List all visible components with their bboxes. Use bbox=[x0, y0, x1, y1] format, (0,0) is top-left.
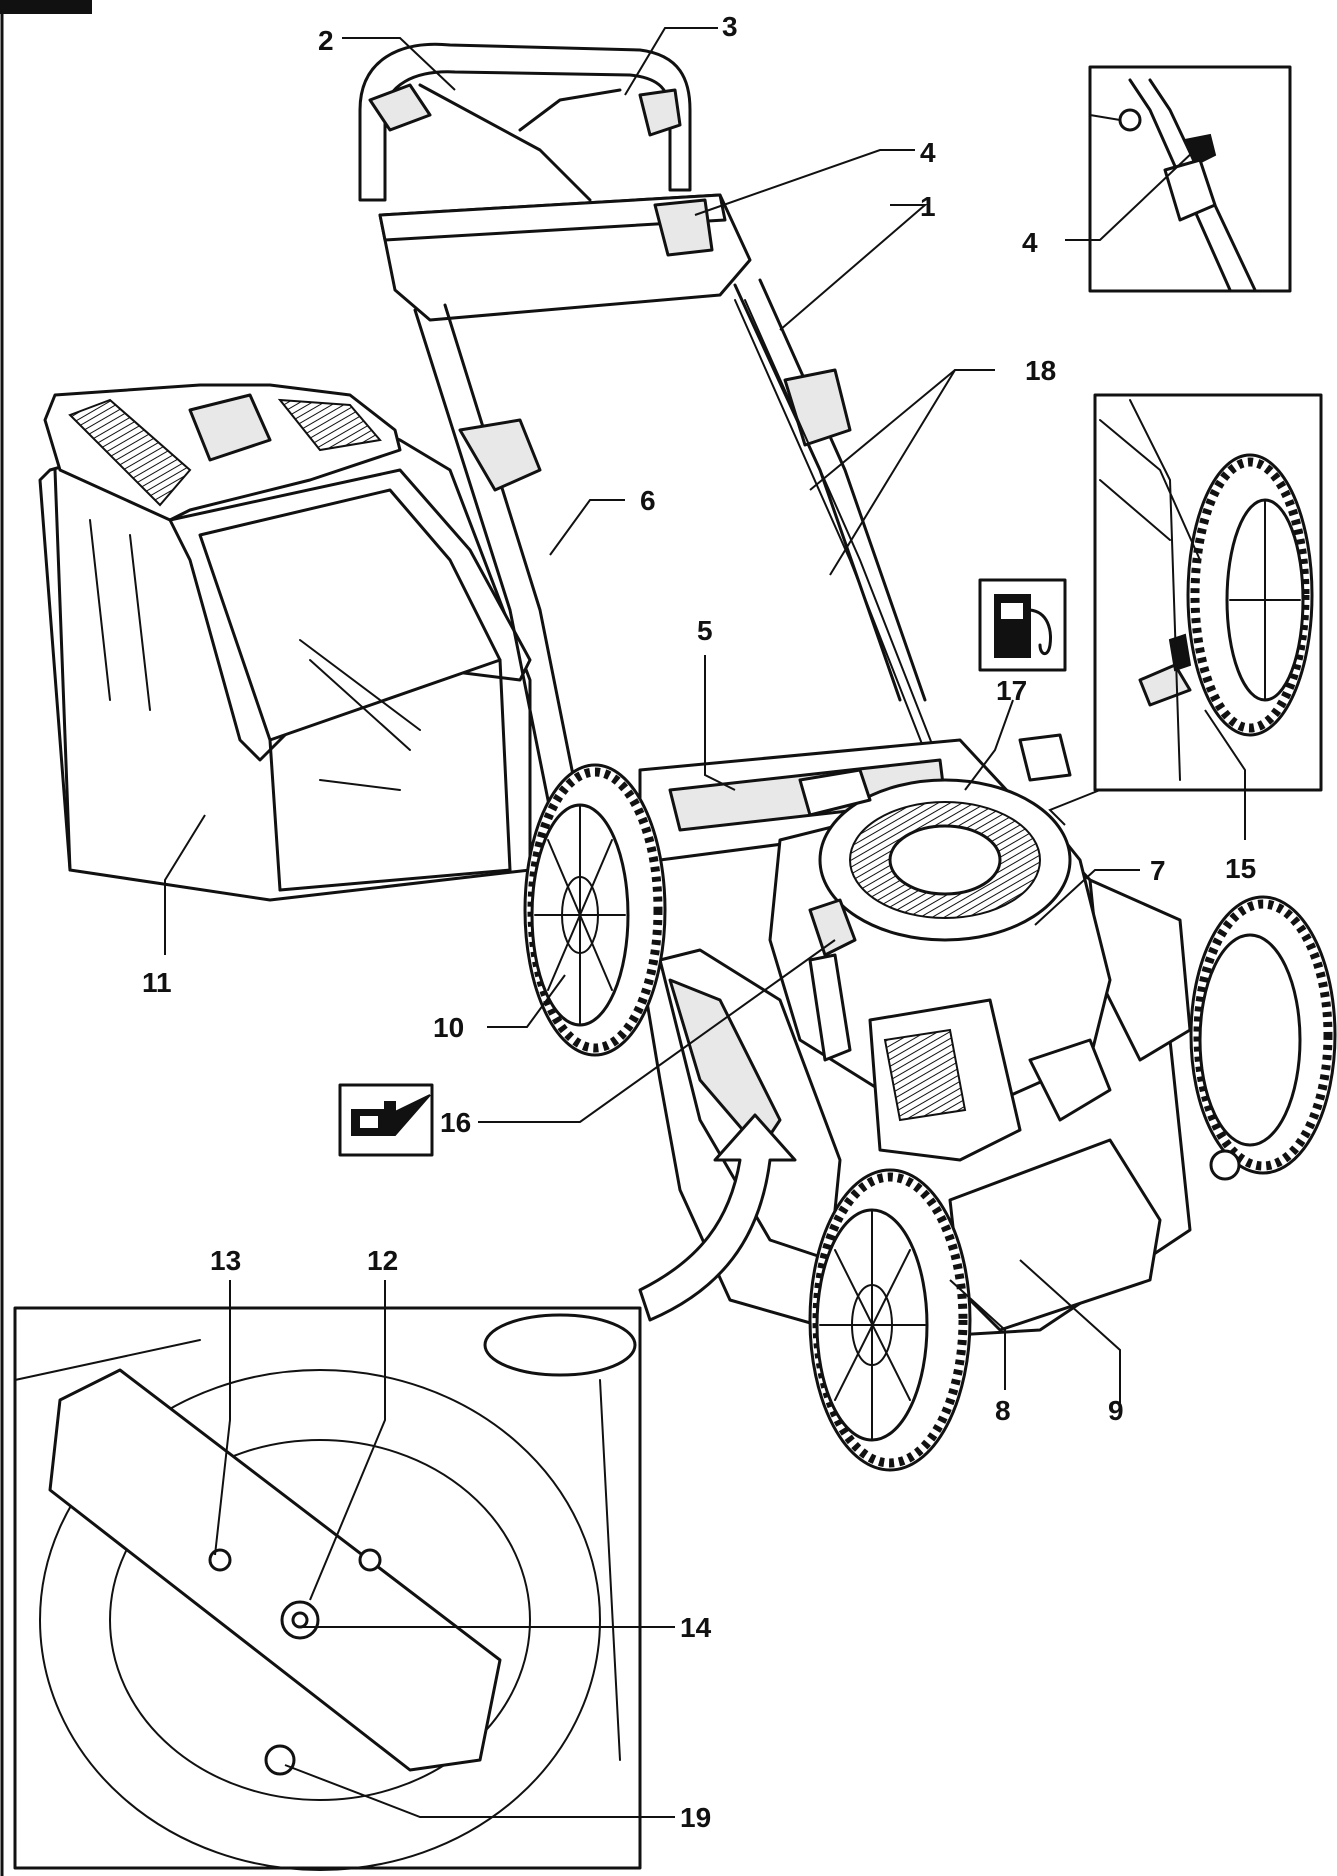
callout-2: 2 bbox=[318, 25, 334, 56]
callout-10: 10 bbox=[433, 1012, 464, 1043]
callout-1: 1 bbox=[920, 191, 936, 222]
callout-13: 13 bbox=[210, 1245, 241, 1276]
callout-3: 3 bbox=[722, 11, 738, 42]
front-left-wheel bbox=[808, 1168, 972, 1472]
corner-tab bbox=[0, 0, 92, 14]
callout-7: 7 bbox=[1150, 855, 1166, 886]
inset-blade-underside bbox=[13, 1306, 642, 1871]
inset-handle-lever bbox=[1088, 65, 1292, 293]
callout-12: 12 bbox=[367, 1245, 398, 1276]
oil-can-icon bbox=[338, 1083, 434, 1157]
callout-4-inset: 4 bbox=[1022, 227, 1038, 258]
fuel-pump-icon bbox=[978, 578, 1067, 672]
callout-leaders bbox=[164, 27, 1246, 1818]
callout-4-main: 4 bbox=[920, 137, 936, 168]
callout-18: 18 bbox=[1025, 355, 1056, 386]
callout-17: 17 bbox=[996, 675, 1027, 706]
callout-8: 8 bbox=[995, 1395, 1011, 1426]
grass-catcher-bag bbox=[38, 383, 532, 902]
inset-pointer-arrow bbox=[638, 1113, 797, 1322]
callout-19: 19 bbox=[680, 1802, 711, 1833]
handle-assembly bbox=[358, 42, 951, 862]
callout-labels: 1 2 3 4 4 5 6 7 8 9 10 11 12 13 14 15 16… bbox=[142, 11, 1256, 1833]
inset-height-lever bbox=[1093, 393, 1323, 792]
rear-left-wheel bbox=[523, 763, 667, 1057]
callout-9: 9 bbox=[1108, 1395, 1124, 1426]
callout-16: 16 bbox=[440, 1107, 471, 1138]
callout-11: 11 bbox=[142, 967, 172, 998]
callout-5: 5 bbox=[697, 615, 713, 646]
callout-15: 15 bbox=[1225, 853, 1256, 884]
callout-14: 14 bbox=[680, 1612, 712, 1643]
front-right-wheel bbox=[1189, 895, 1337, 1181]
callout-6: 6 bbox=[640, 485, 656, 516]
engine bbox=[768, 733, 1112, 1162]
